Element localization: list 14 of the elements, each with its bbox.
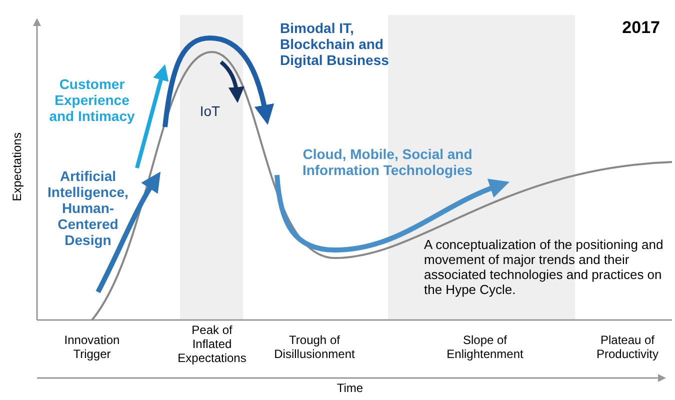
phase-label: Innovation Trigger — [63, 334, 121, 362]
trend-label: IoT — [198, 103, 222, 120]
year-label: 2017 — [621, 18, 660, 38]
trend-label: Bimodal IT, Blockchain and Digital Business — [280, 20, 390, 68]
phase-label: Trough of Disillusionment — [273, 334, 356, 362]
phase-label: Peak of Inflated Expectations — [176, 324, 248, 366]
phase-label: Slope of Enlightenment — [446, 334, 524, 362]
phase-label: Plateau of Productivity — [595, 334, 660, 362]
trend-label: Customer Experience and Intimacy — [48, 76, 136, 124]
axis-title: Expectations — [11, 132, 25, 204]
trend-label: Artificial Intelligence, Human-Centered Design — [46, 168, 130, 248]
axis-title: Time — [336, 382, 364, 396]
note-text: A conceptualization of the positioning and movement of major trends and their associated technologies and practices on the Hype Cycle. — [424, 238, 664, 298]
trend-label: Cloud, Mobile, Social and Information Technologies — [301, 146, 474, 178]
